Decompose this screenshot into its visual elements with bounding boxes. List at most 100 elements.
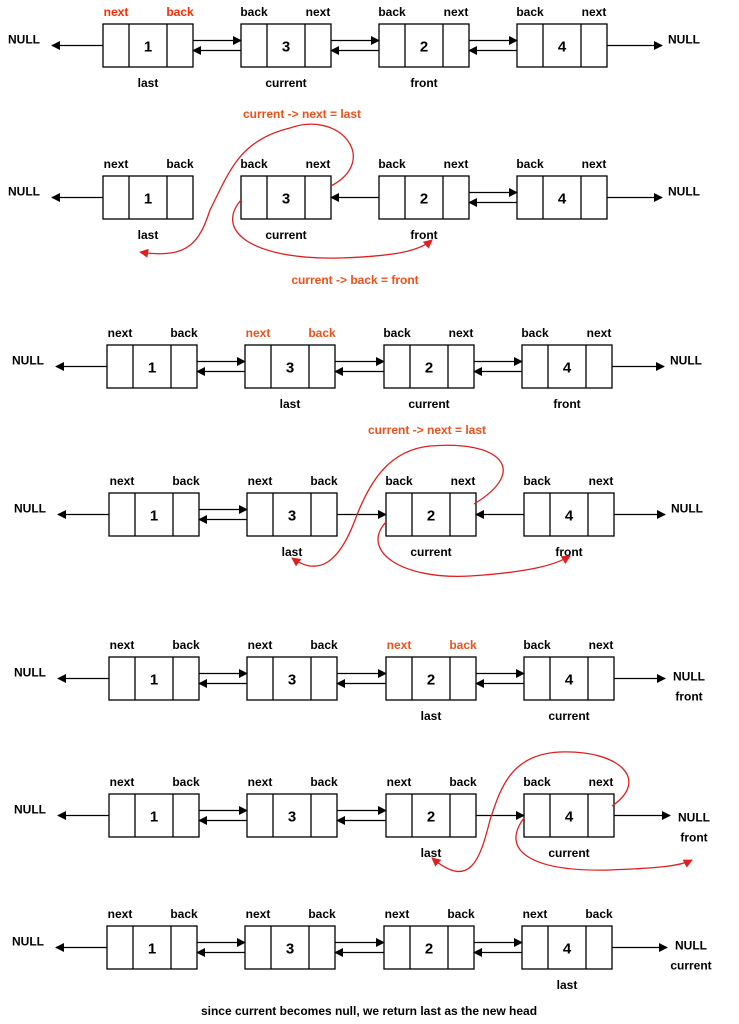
null-right: NULL: [678, 811, 710, 825]
null-right: NULL: [673, 670, 705, 684]
pointer-label-last: last: [138, 76, 159, 90]
next-label: next: [589, 775, 614, 789]
node-box: [108, 793, 200, 838]
null-right: NULL: [668, 33, 700, 47]
pointer-label-current: current: [265, 76, 306, 90]
next-label: next: [449, 326, 474, 340]
node-value: 1: [148, 360, 156, 377]
next-label: next: [589, 474, 614, 488]
pointer-label-current: current: [548, 846, 589, 860]
null-left: NULL: [14, 666, 46, 680]
pointer-label-front: front: [410, 76, 437, 90]
back-label: back: [172, 775, 200, 789]
node-box: [385, 793, 477, 838]
pointer-label-current: current: [548, 709, 589, 723]
node-box: [383, 344, 475, 389]
node-box: [246, 492, 338, 537]
pointer-label-last: last: [280, 397, 301, 411]
node-box: [246, 793, 338, 838]
next-label: next: [110, 474, 135, 488]
back-label: back: [172, 474, 200, 488]
null-left: NULL: [8, 185, 40, 199]
pointer-label-last: last: [557, 978, 578, 992]
pointer-label-current: current: [410, 545, 451, 559]
next-label: next: [451, 474, 476, 488]
node-value: 3: [288, 508, 296, 525]
node-box: [383, 925, 475, 970]
next-label: next: [385, 907, 410, 921]
next-label: next: [444, 5, 469, 19]
back-label: back: [170, 326, 198, 340]
pointer-label-current: current: [408, 397, 449, 411]
back-label: back: [523, 775, 551, 789]
back-label: back: [170, 907, 198, 921]
pointer-label-current: current: [265, 228, 306, 242]
next-label: next: [248, 474, 273, 488]
next-label: next: [306, 5, 331, 19]
next-label: next: [582, 157, 607, 171]
node-value: 2: [425, 941, 433, 958]
null-right-pointer: front: [675, 690, 702, 704]
node-value: 2: [427, 672, 435, 689]
null-left: NULL: [12, 354, 44, 368]
node-value: 1: [144, 191, 152, 208]
node-box: [240, 175, 332, 220]
node-value: 3: [282, 191, 290, 208]
node-box: [385, 656, 477, 701]
pointer-label-front: front: [553, 397, 580, 411]
next-label: next: [387, 775, 412, 789]
back-label: back: [385, 474, 413, 488]
back-label: back: [166, 157, 194, 171]
null-right: NULL: [668, 185, 700, 199]
node-value: 3: [288, 809, 296, 826]
node-value: 4: [558, 39, 567, 56]
node-box: [516, 23, 608, 68]
back-label: back: [523, 638, 551, 652]
node-value: 2: [427, 809, 435, 826]
back-label: back: [172, 638, 200, 652]
pointer-label-front: front: [410, 228, 437, 242]
annotation-current-next-last: current -> next = last: [243, 107, 361, 121]
curve-next-to-last-3: [431, 751, 630, 872]
node-value: 4: [558, 191, 567, 208]
next-label: next: [104, 157, 129, 171]
back-label: back: [521, 326, 549, 340]
pointer-label-last: last: [138, 228, 159, 242]
node-value: 2: [427, 508, 435, 525]
node-value: 3: [288, 672, 296, 689]
next-label: next: [104, 5, 129, 19]
curve-next-to-last-2: [291, 444, 504, 567]
back-label: back: [523, 474, 551, 488]
null-right: NULL: [675, 939, 707, 953]
annotation-current-next-last-2: current -> next = last: [368, 423, 486, 437]
footer-note: since current becomes null, we return la…: [201, 1004, 537, 1018]
node-box: [240, 23, 332, 68]
next-label: next: [248, 638, 273, 652]
back-label: back: [447, 907, 475, 921]
node-value: 4: [565, 809, 574, 826]
back-label: back: [516, 5, 544, 19]
next-label: next: [582, 5, 607, 19]
next-label: next: [246, 326, 271, 340]
next-label: next: [444, 157, 469, 171]
annotation-current-back-front: current -> back = front: [291, 273, 418, 287]
node-value: 4: [563, 360, 572, 377]
next-label: next: [523, 907, 548, 921]
node-value: 1: [148, 941, 156, 958]
back-label: back: [378, 157, 406, 171]
pointer-label-front: front: [555, 545, 582, 559]
node-box: [106, 925, 198, 970]
node-box: [378, 23, 470, 68]
node-box: [385, 492, 477, 537]
node-value: 2: [420, 39, 428, 56]
next-label: next: [306, 157, 331, 171]
node-value: 1: [150, 809, 158, 826]
next-label: next: [589, 638, 614, 652]
back-label: back: [240, 157, 268, 171]
null-left: NULL: [14, 502, 46, 516]
null-left: NULL: [8, 33, 40, 47]
pointer-label-last: last: [421, 846, 442, 860]
curve-back-to-front: [231, 199, 433, 259]
back-label: back: [310, 638, 338, 652]
